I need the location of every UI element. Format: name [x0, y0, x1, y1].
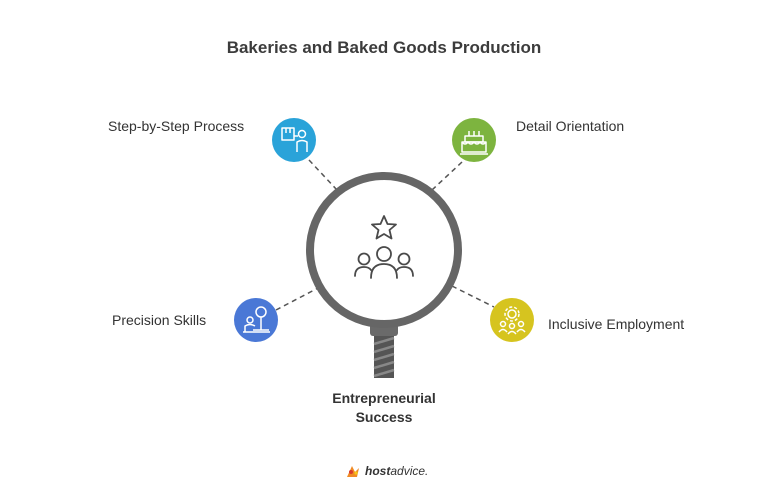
group-gear-icon — [498, 306, 526, 335]
center-label: Entrepreneurial Success — [300, 389, 468, 427]
label-inclusive-employment: Inclusive Employment — [548, 316, 685, 332]
package-person-icon — [281, 127, 308, 152]
magnifier-handle — [370, 322, 398, 378]
people-star-icon — [354, 215, 414, 279]
label-step-by-step-process: Step-by-Step Process — [108, 118, 245, 134]
hostadvice-logo: hostadvice. — [345, 462, 428, 480]
scale-person-icon — [243, 306, 270, 333]
center-label-line2: Success — [355, 409, 413, 425]
node-precision-skills — [234, 298, 278, 342]
node-inclusive-employment — [490, 298, 534, 342]
connectors — [275, 159, 495, 311]
center-label-line1: Entrepreneurial — [332, 390, 436, 406]
logo-text-bold: host — [365, 464, 391, 478]
connector-detail — [431, 161, 463, 191]
logo-text-rest: advice. — [390, 464, 429, 478]
label-precision-skills: Precision Skills — [112, 312, 207, 328]
connector-step — [308, 159, 338, 191]
node-step-by-step — [272, 118, 316, 162]
label-detail-orientation: Detail Orientation — [516, 118, 625, 134]
magnifier-lens — [306, 172, 462, 328]
logo-mark-icon — [347, 466, 359, 477]
node-detail-orientation — [452, 118, 496, 162]
connector-inclusive — [451, 285, 495, 308]
page-title: Bakeries and Baked Goods Production — [226, 38, 542, 57]
connector-precision — [275, 286, 321, 311]
cake-icon — [460, 131, 488, 155]
